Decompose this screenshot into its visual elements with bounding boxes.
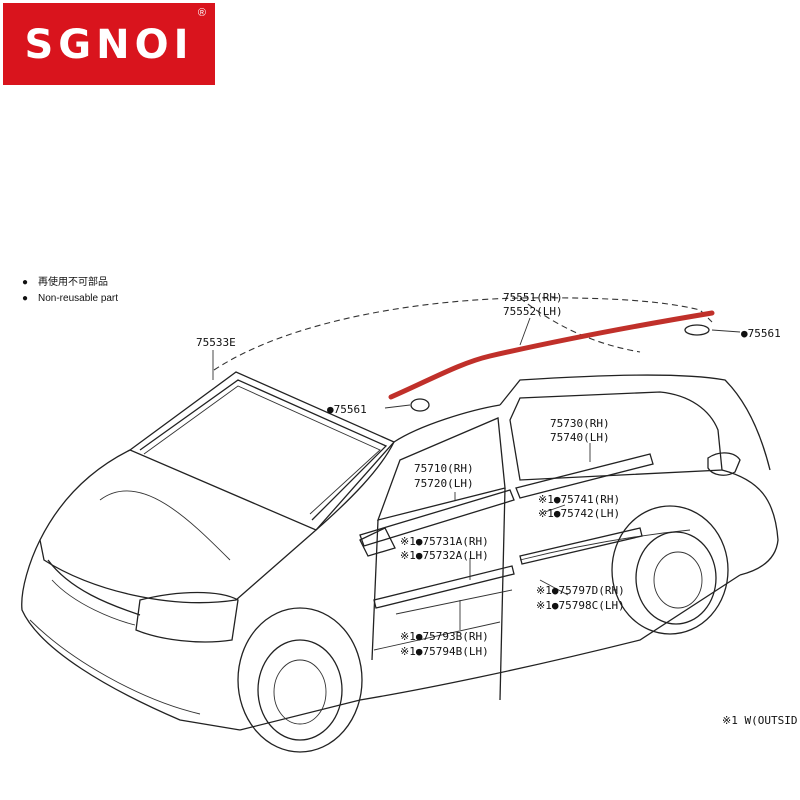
brand-logo: ® SGNOI bbox=[3, 3, 215, 85]
part-label: 75710(RH) bbox=[414, 462, 474, 475]
part-label: ※1●75798C(LH) bbox=[536, 599, 625, 612]
clip-icon bbox=[684, 324, 710, 336]
grille-top bbox=[47, 559, 141, 616]
front-bumper bbox=[21, 539, 241, 731]
part-label: 75720(LH) bbox=[414, 477, 474, 490]
a-pillar bbox=[315, 441, 395, 531]
part-label: ※1●75794B(LH) bbox=[400, 645, 489, 658]
b-pillar-line bbox=[499, 487, 506, 701]
hood-crease bbox=[99, 490, 231, 561]
front-rocker-molding bbox=[373, 621, 501, 651]
front-belt-molding bbox=[359, 489, 515, 547]
leader-line bbox=[384, 404, 411, 409]
grille-line bbox=[51, 579, 136, 626]
windshield-molding bbox=[139, 379, 388, 521]
clip-icon bbox=[410, 398, 430, 412]
rocker-line bbox=[239, 574, 741, 731]
part-label: ※1●75742(LH) bbox=[538, 507, 620, 520]
front-wheel-hub bbox=[273, 659, 327, 725]
part-label: ※1●75731A(RH) bbox=[400, 535, 489, 548]
roof-front-edge bbox=[393, 404, 501, 443]
legend-symbol: ● bbox=[22, 277, 28, 288]
fuel-door bbox=[707, 452, 741, 476]
rear-door-side-molding bbox=[519, 527, 643, 565]
legend-text-japanese: 再使用不可部品 bbox=[38, 275, 108, 288]
part-label: 75533E bbox=[196, 336, 236, 349]
vehicle-outline bbox=[21, 297, 779, 753]
front-lower-molding bbox=[395, 589, 513, 615]
bumper-lower bbox=[29, 619, 201, 715]
part-label: ※1●75793B(RH) bbox=[400, 630, 489, 643]
moldings bbox=[359, 324, 710, 651]
front-wheel-arch bbox=[237, 607, 363, 753]
part-labels: 75533E 75551(RH) 75552(LH) ●75561 ●75561… bbox=[196, 291, 797, 727]
rear-quarter bbox=[721, 469, 779, 576]
part-label: ※1●75797D(RH) bbox=[536, 584, 625, 597]
front-wheel bbox=[257, 639, 343, 741]
roof-molding-highlight bbox=[388, 310, 715, 400]
rear-window-area bbox=[509, 391, 723, 481]
rear-wheel bbox=[635, 531, 717, 625]
part-label: ●75561 bbox=[327, 403, 367, 416]
leader-line bbox=[539, 579, 569, 596]
leader-line bbox=[711, 329, 741, 333]
rear-wheel-arch bbox=[611, 505, 729, 635]
part-label: 75730(RH) bbox=[550, 417, 610, 430]
leader-line bbox=[519, 317, 531, 346]
part-label: ※1●75732A(LH) bbox=[400, 549, 489, 562]
windshield-inner bbox=[143, 385, 381, 515]
registered-mark: ® bbox=[197, 7, 206, 19]
headlamp bbox=[135, 591, 239, 643]
roof-rear bbox=[499, 374, 771, 471]
part-label: ※1●75741(RH) bbox=[538, 493, 620, 506]
rear-belt-molding bbox=[515, 453, 654, 499]
leader-line bbox=[544, 504, 566, 513]
leader-lines bbox=[212, 317, 741, 630]
front-door-edge bbox=[371, 519, 379, 661]
part-label: ●75561 bbox=[741, 327, 781, 340]
side-mirror bbox=[359, 527, 396, 557]
footnote: ※1 W(OUTSID bbox=[722, 714, 797, 727]
rear-wheel-hub bbox=[653, 551, 703, 609]
legend: ● 再使用不可部品 ● Non-reusable part bbox=[22, 275, 118, 304]
part-label: 75552(LH) bbox=[503, 305, 563, 318]
part-label: 75740(LH) bbox=[550, 431, 610, 444]
hood bbox=[39, 449, 317, 604]
legend-symbol: ● bbox=[22, 293, 28, 304]
front-door-side-molding bbox=[373, 565, 515, 609]
roof-dashed-line bbox=[213, 297, 713, 371]
brand-name: SGNOI bbox=[24, 22, 194, 68]
part-label: 75551(RH) bbox=[503, 291, 563, 304]
legend-text-english: Non-reusable part bbox=[38, 293, 118, 304]
